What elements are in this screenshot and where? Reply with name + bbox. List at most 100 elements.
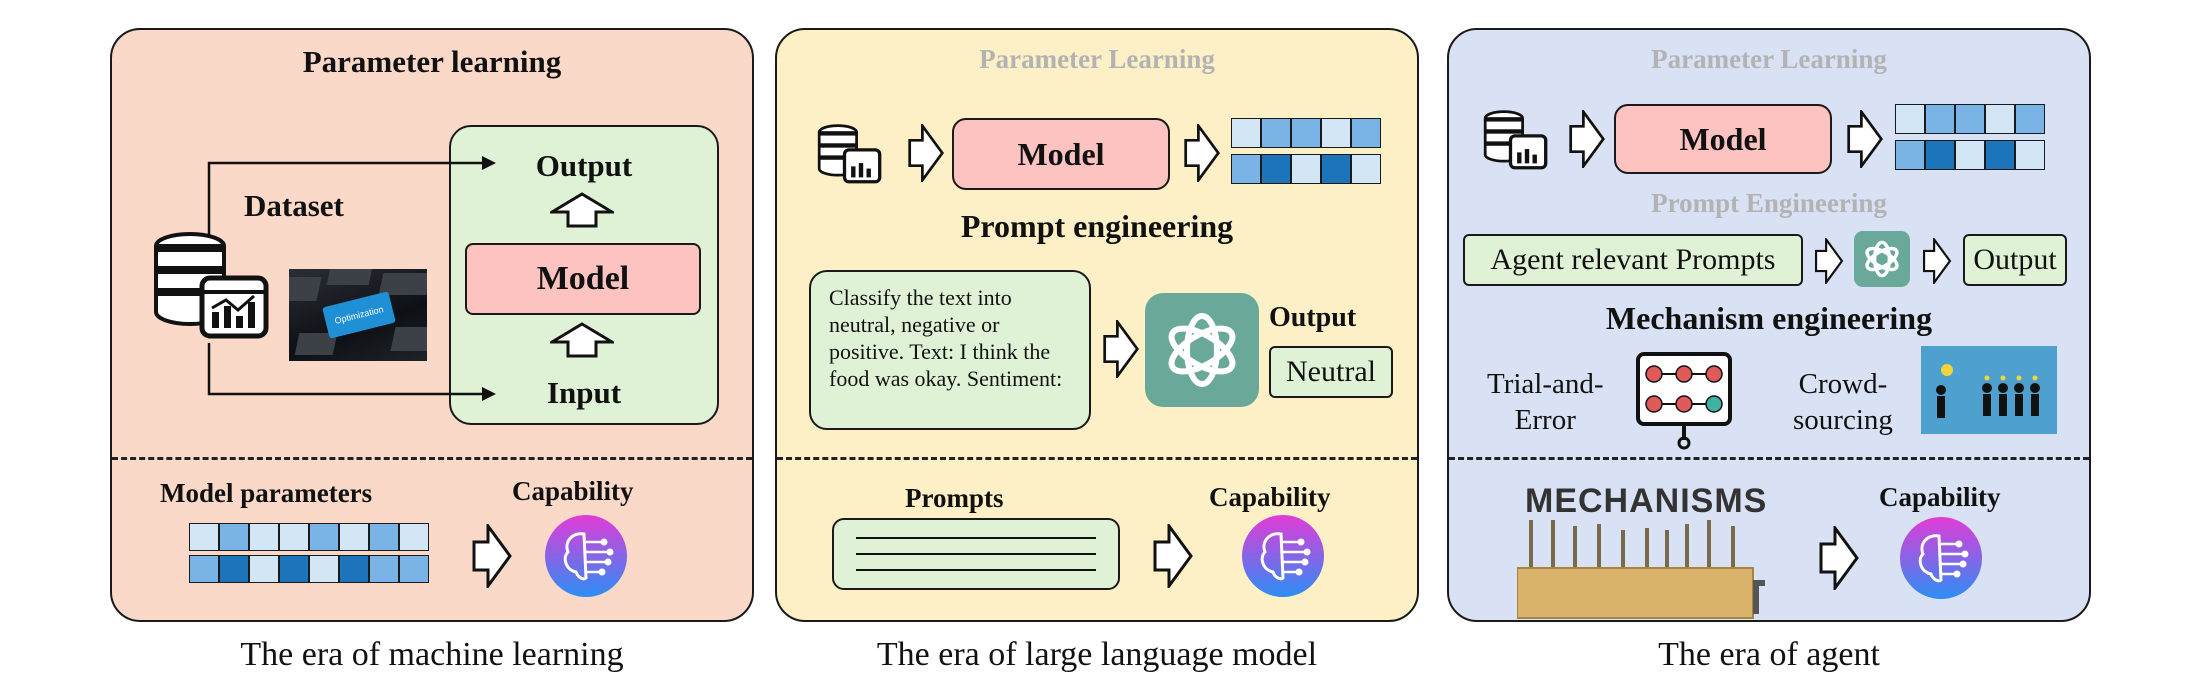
parameter-cell (2015, 104, 2045, 134)
output-cells (1231, 118, 1381, 188)
parameter-cell (279, 523, 309, 551)
output-cells (1895, 104, 2045, 174)
parameter-cell (1925, 104, 1955, 134)
capability-label: Capability (1209, 482, 1331, 512)
crowdsourcing-image (1921, 346, 2057, 434)
up-arrow-icon (550, 192, 614, 228)
parameter-cell (399, 555, 429, 583)
parameter-cell (309, 523, 339, 551)
prompt-lines (856, 537, 1096, 571)
prompt-engineering-title: Prompt engineering (960, 208, 1234, 244)
capability-brain-icon (1241, 514, 1325, 598)
right-arrow-icon (1182, 124, 1222, 182)
output-box: Output (1963, 234, 2067, 286)
capability-label: Capability (512, 476, 634, 506)
mechanisms-board (1516, 480, 1767, 620)
database-icon (817, 122, 883, 186)
crowd-line-2: sourcing (1793, 404, 1893, 436)
capability-brain-icon (544, 514, 628, 598)
parameter-cell (1261, 118, 1291, 148)
parameter-cell (1351, 154, 1381, 184)
parameter-cell (2015, 140, 2045, 170)
right-arrow-icon (1845, 110, 1885, 168)
model-box: Model (1614, 104, 1832, 174)
right-arrow-icon (1813, 238, 1845, 284)
parameter-cell (1321, 154, 1351, 184)
model-box: Model (952, 118, 1170, 190)
output-value: Neutral (1269, 346, 1393, 398)
parameter-learning-title: Parameter learning (302, 44, 562, 79)
parameter-learning-title: Parameter Learning (1651, 44, 1887, 74)
parameter-cell (1895, 104, 1925, 134)
right-arrow-icon (1921, 238, 1953, 284)
parameter-cell (1231, 118, 1261, 148)
parameter-cell (369, 555, 399, 583)
parameter-cell (1895, 140, 1925, 170)
right-arrow-icon (1567, 110, 1607, 168)
output-label: Output (1269, 302, 1357, 333)
capability-brain-icon (1899, 516, 1983, 600)
parameter-cell (1955, 104, 1985, 134)
parameter-cell (309, 555, 339, 583)
parameter-cell (1291, 118, 1321, 148)
agent-era-panel: Parameter Learning Model Prompt Engineer… (1447, 28, 2091, 622)
section-divider (112, 457, 752, 460)
right-arrow-icon (1101, 320, 1141, 378)
parameter-cell (189, 523, 219, 551)
parameter-cell (1321, 118, 1351, 148)
parameter-cell (1925, 140, 1955, 170)
parameter-cell (189, 555, 219, 583)
right-arrow-icon (1819, 526, 1859, 590)
parameter-cell (1291, 154, 1321, 184)
model-parameters-label: Model parameters (160, 478, 373, 508)
prompts-label: Prompts (905, 483, 1004, 513)
prompts-box (832, 518, 1120, 590)
section-divider (777, 457, 1417, 460)
llm-era-caption: The era of large language model (876, 636, 1318, 673)
crowd-line-1: Crowd- (1798, 368, 1888, 400)
parameter-cell (339, 523, 369, 551)
ml-era-panel: Parameter learning Dataset (110, 28, 754, 622)
ml-era-caption: The era of machine learning (240, 636, 624, 673)
database-icon (1483, 108, 1549, 172)
trial-and-error-label: Trial-and- Error (1487, 366, 1604, 438)
parameter-cell (219, 523, 249, 551)
parameter-cell (249, 555, 279, 583)
parameter-cell (219, 555, 249, 583)
agent-era-caption: The era of agent (1658, 636, 1880, 673)
database-icon (152, 228, 272, 343)
dataset-connectors (112, 30, 756, 455)
input-label: Input (546, 375, 622, 410)
right-arrow-icon (1153, 524, 1193, 588)
up-arrow-icon (550, 322, 614, 358)
parameter-cell (1351, 118, 1381, 148)
llm-era-panel: Parameter Learning Model Prompt engineer… (775, 28, 1419, 622)
chatgpt-logo-icon (1854, 231, 1910, 287)
agent-prompts-box: Agent relevant Prompts (1463, 234, 1803, 286)
parameter-learning-title: Parameter Learning (979, 44, 1215, 74)
model-parameters-grid (189, 523, 429, 585)
trial-line-1: Trial-and- (1487, 368, 1604, 400)
prompt-example-text: Classify the text into neutral, negative… (829, 285, 1063, 391)
parameter-cell (1955, 140, 1985, 170)
parameter-cell (1985, 140, 2015, 170)
dataset-label: Dataset (244, 188, 344, 223)
parameter-cell (279, 555, 309, 583)
parameter-cell (339, 555, 369, 583)
capability-label: Capability (1879, 482, 2001, 512)
chatgpt-logo-icon (1145, 293, 1259, 407)
model-box: Model (465, 243, 701, 315)
parameter-cell (1261, 154, 1291, 184)
section-divider (1449, 457, 2089, 460)
parameter-cell (1231, 154, 1261, 184)
trial-and-error-board-icon (1634, 350, 1734, 450)
crowdsourcing-label: Crowd- sourcing (1793, 366, 1893, 438)
mechanisms-word: MECHANISMS (1525, 482, 1768, 520)
right-arrow-icon (906, 124, 946, 182)
prompt-engineering-title: Prompt Engineering (1651, 188, 1887, 218)
trial-line-2: Error (1514, 404, 1576, 436)
parameter-cell (249, 523, 279, 551)
right-arrow-icon (472, 524, 512, 588)
parameter-cell (1985, 104, 2015, 134)
output-label: Output (535, 148, 633, 183)
